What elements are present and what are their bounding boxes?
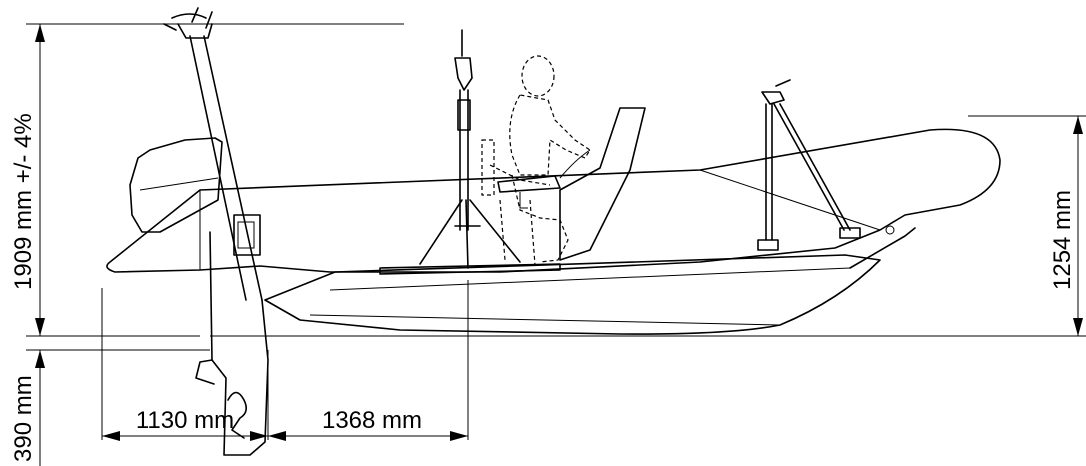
motor-to-mast-label: 1368 mm <box>322 407 422 434</box>
inflatable-tube <box>106 128 1001 273</box>
outboard-motor <box>129 137 269 456</box>
hull <box>264 225 916 335</box>
stern-to-motor-label: 1130 mm <box>136 407 234 434</box>
bow-frame <box>757 79 861 251</box>
dimension-lines <box>26 23 1086 466</box>
driver-figure <box>481 55 591 266</box>
hull-height-label: 1254 mm <box>1049 190 1076 290</box>
mast <box>419 29 521 269</box>
overall-height-label: 1909 mm +/- 4% <box>10 113 37 290</box>
console <box>497 107 646 261</box>
draft-label: 390 mm <box>10 375 37 462</box>
stern-pole <box>163 7 263 301</box>
